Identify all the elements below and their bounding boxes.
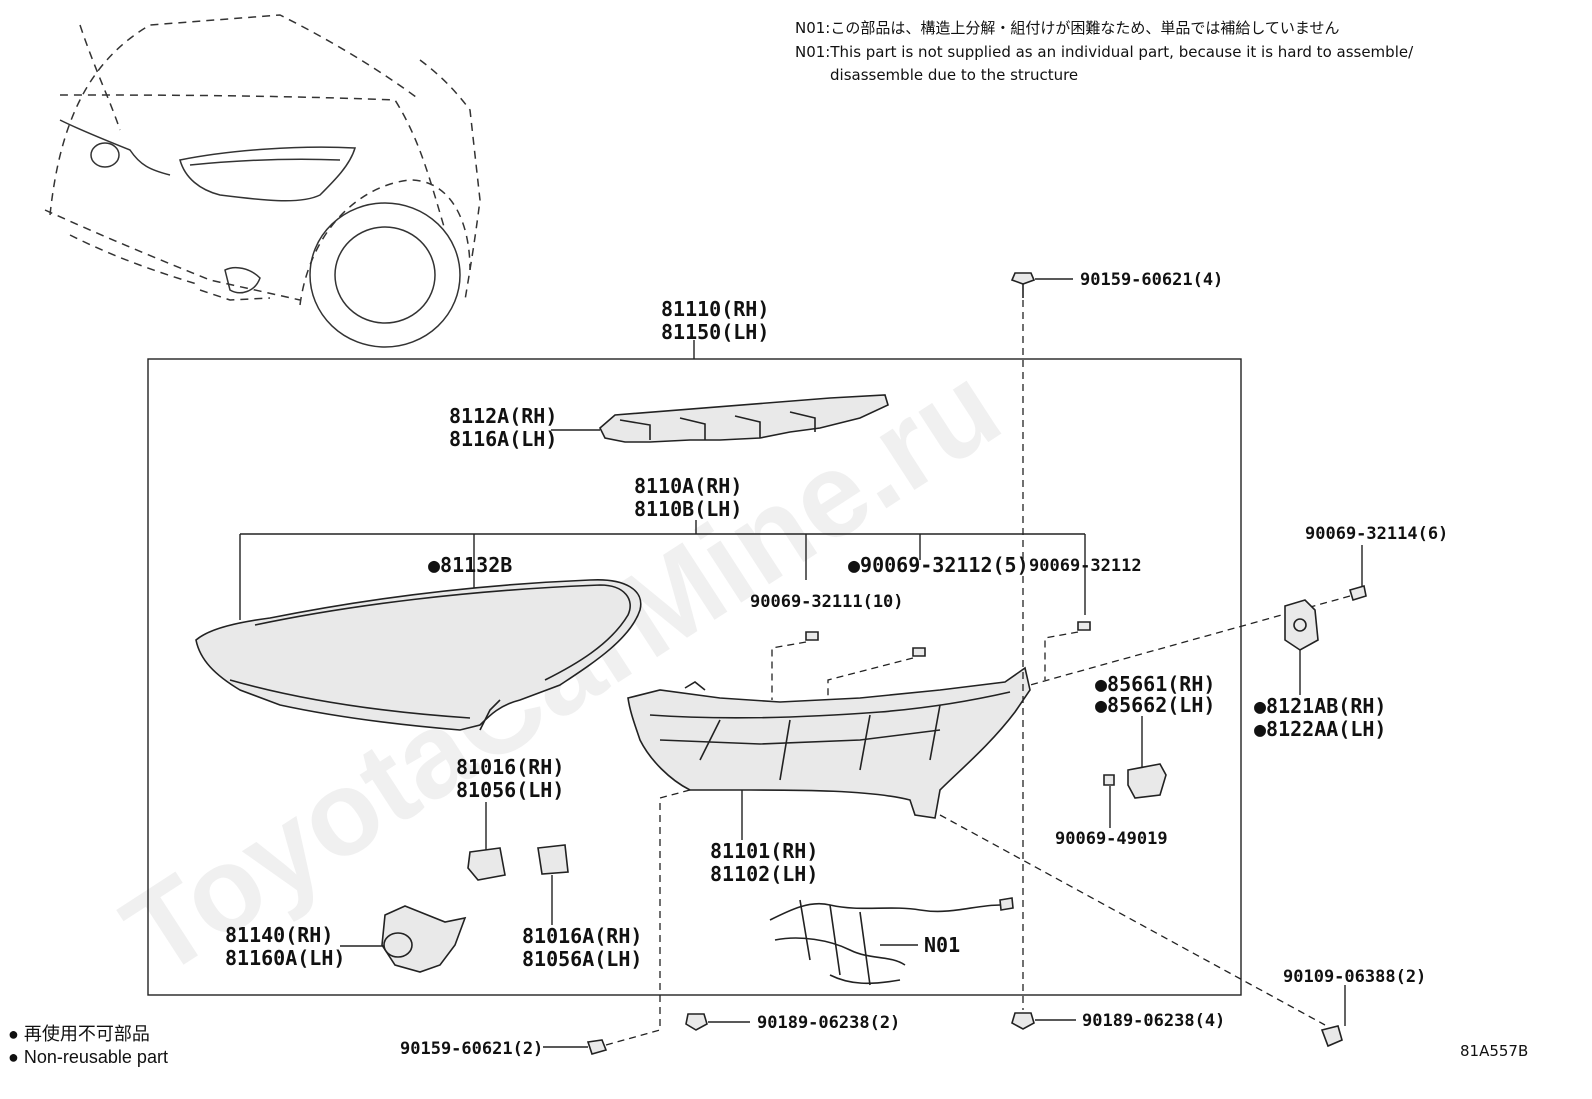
label-81016-rh: 81016(RH) xyxy=(456,755,564,779)
label-8121ab-rh: ●8121AB(RH) xyxy=(1254,694,1386,718)
leveling-motor-part xyxy=(1103,763,1167,799)
label-81016a-rh: 81016A(RH) xyxy=(522,924,642,948)
cover-part xyxy=(381,905,467,973)
housing-dash-bottom xyxy=(659,789,691,1030)
legend-en: ● Non-reusable part xyxy=(8,1047,168,1067)
screw-dash-2 xyxy=(827,657,914,700)
note-n01-en-2: disassemble due to the structure xyxy=(830,66,1078,84)
note-n01-jp: N01:この部品は、構造上分解・組付けが困難なため、単品では補給していません xyxy=(795,19,1339,37)
label-8122aa-lh: ●8122AA(LH) xyxy=(1254,717,1386,741)
label-8112a-rh: 8112A(RH) xyxy=(449,404,557,428)
label-85662-lh: ●85662(LH) xyxy=(1095,693,1215,717)
label-n01: N01 xyxy=(924,933,960,957)
label-81132b: ●81132B xyxy=(428,553,512,577)
label-81056-lh: 81056(LH) xyxy=(456,778,564,802)
label-81056a-lh: 81056A(LH) xyxy=(522,947,642,971)
label-90069-32112-5: ●90069-32112(5) xyxy=(848,553,1029,577)
nut-4-icon xyxy=(1011,1012,1035,1030)
bolt-bottom-dash xyxy=(605,1029,661,1046)
diagram-code: 81A557B xyxy=(1460,1042,1528,1060)
headlamp-lens-part xyxy=(195,579,642,731)
screw-icon xyxy=(805,621,1091,657)
bolt-bottom-icon xyxy=(586,1039,608,1055)
trim-strip-part xyxy=(599,394,889,443)
label-8110b-lh: 8110B(LH) xyxy=(634,497,742,521)
label-90109-06388: 90109-06388(2) xyxy=(1283,967,1426,987)
label-90069-32114: 90069-32114(6) xyxy=(1305,524,1448,544)
label-90159-60621-2: 90159-60621(2) xyxy=(400,1039,543,1059)
note-n01-en-1: N01:This part is not supplied as an indi… xyxy=(795,43,1414,61)
screw-06388-dash xyxy=(939,814,1326,1026)
label-90069-32111: 90069-32111(10) xyxy=(750,592,904,612)
label-90069-49019: 90069-49019 xyxy=(1055,829,1168,849)
label-90189-06238-2: 90189-06238(2) xyxy=(757,1013,900,1033)
module-part xyxy=(467,847,506,881)
screw-06388-icon xyxy=(1320,1025,1343,1048)
label-8116a-lh: 8116A(LH) xyxy=(449,427,557,451)
label-90069-32112: 90069-32112 xyxy=(1029,556,1142,576)
label-81101-rh: 81101(RH) xyxy=(710,839,818,863)
legend-jp: ● 再使用不可部品 xyxy=(8,1024,150,1044)
screw-32114-dash xyxy=(1029,595,1351,686)
label-81160a-lh: 81160A(LH) xyxy=(225,946,345,970)
headlamp-housing-part xyxy=(627,666,1031,819)
screw-dash-3 xyxy=(1044,631,1079,680)
module-2-part xyxy=(537,844,569,875)
label-81110-rh: 81110(RH) xyxy=(661,297,769,321)
bolt-top-icon xyxy=(1010,272,1036,298)
label-90189-06238-4: 90189-06238(4) xyxy=(1082,1011,1225,1031)
label-81102-lh: 81102(LH) xyxy=(710,862,818,886)
screw-dash-1 xyxy=(771,641,807,700)
label-8110a-rh: 8110A(RH) xyxy=(634,474,742,498)
bracket-part xyxy=(1284,599,1319,651)
screw-32114-icon xyxy=(1349,584,1367,602)
nut-2-icon xyxy=(685,1013,708,1031)
unit-bracket-lines xyxy=(239,520,1086,620)
label-85661-rh: ●85661(RH) xyxy=(1095,672,1215,696)
label-81150-lh: 81150(LH) xyxy=(661,320,769,344)
label-81140-rh: 81140(RH) xyxy=(225,923,333,947)
label-90159-60621-4: 90159-60621(4) xyxy=(1080,270,1223,290)
wire-harness-part xyxy=(769,897,1014,986)
car-front-illustration xyxy=(44,14,481,348)
